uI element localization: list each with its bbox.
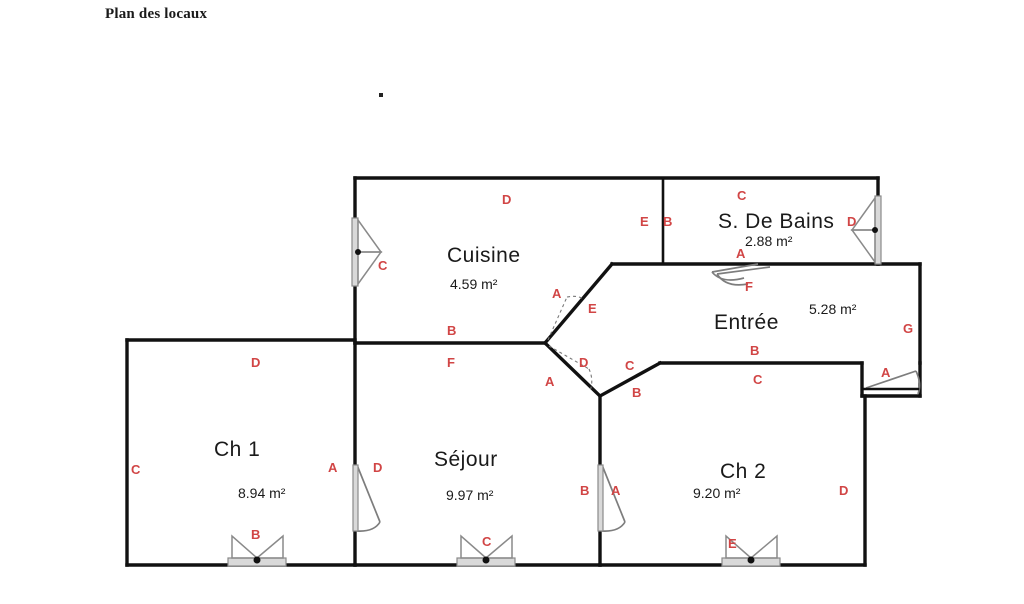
window-cuisine-west (351, 217, 383, 287)
door-sdb-south (711, 263, 759, 281)
window-sdb-east (850, 195, 882, 265)
wall-label-sejour-a: A (545, 374, 555, 389)
wall-label-entree-a: A (881, 365, 891, 380)
page-title: Plan des locaux (105, 6, 208, 22)
door-cuisine-junction (547, 295, 584, 341)
wall-label-cuisine-e2: E (588, 301, 597, 316)
wall-label-ch2-a: A (611, 483, 621, 498)
wall-label-sdb-b: B (663, 214, 672, 229)
window-ch1-south (227, 534, 287, 567)
wall-label-cuisine-c: C (378, 258, 388, 273)
room-label-entree: Entrée (714, 311, 779, 334)
window-sejour-south (456, 534, 516, 567)
wall-label-ch2-b: B (632, 385, 641, 400)
wall-label-ch1-a: A (328, 460, 338, 475)
door-ch1-sejour (352, 464, 381, 532)
room-label-sdb: S. De Bains (718, 210, 834, 233)
wall-label-cuisine-d: D (502, 192, 511, 207)
wall-label-cuisine-a: A (552, 286, 562, 301)
room-area-sdb: 2.88 m² (745, 233, 793, 249)
door-entree-east (860, 370, 921, 395)
image-speck (379, 93, 383, 97)
window-ch2-south (721, 534, 781, 567)
wall-label-ch2-c2: C (753, 372, 763, 387)
wall-label-ch1-c: C (131, 462, 141, 477)
room-area-ch2: 9.20 m² (693, 485, 741, 501)
room-area-sejour: 9.97 m² (446, 487, 494, 503)
room-label-sejour: Séjour (434, 448, 498, 471)
wall-label-sejour-b: B (580, 483, 589, 498)
wall-cuisine-angled (542, 261, 615, 346)
wall-label-sdb-a: A (736, 246, 746, 261)
wall-label-entree-f: F (745, 279, 753, 294)
room-label-cuisine: Cuisine (447, 244, 521, 267)
room-area-cuisine: 4.59 m² (450, 276, 498, 292)
room-label-ch2: Ch 2 (720, 460, 766, 483)
wall-label-sejour-f: F (447, 355, 455, 370)
wall-label-ch2-e: E (728, 536, 737, 551)
wall-label-ch2-d: D (839, 483, 848, 498)
room-area-ch1: 8.94 m² (238, 485, 286, 501)
door-sejour-junction (548, 345, 593, 392)
wall-label-sejour-d2: D (579, 355, 588, 370)
wall-entree-angled (597, 360, 663, 399)
wall-label-sejour-c: C (482, 534, 492, 549)
wall-label-ch2-c: C (625, 358, 635, 373)
wall-label-sdb-d: D (847, 214, 856, 229)
wall-label-ch1-b: B (251, 527, 260, 542)
wall-label-ch1-d: D (251, 355, 260, 370)
door-sejour-ch2 (597, 464, 626, 532)
wall-label-sdb-c: C (737, 188, 747, 203)
wall-label-cuisine-e: E (640, 214, 649, 229)
wall-label-sejour-d: D (373, 460, 382, 475)
wall-label-entree-g: G (903, 321, 913, 336)
wall-label-cuisine-b: B (447, 323, 456, 338)
door-entree-north (716, 266, 771, 286)
room-area-entree: 5.28 m² (809, 301, 857, 317)
wall-label-entree-b: B (750, 343, 759, 358)
room-label-ch1: Ch 1 (214, 438, 260, 461)
